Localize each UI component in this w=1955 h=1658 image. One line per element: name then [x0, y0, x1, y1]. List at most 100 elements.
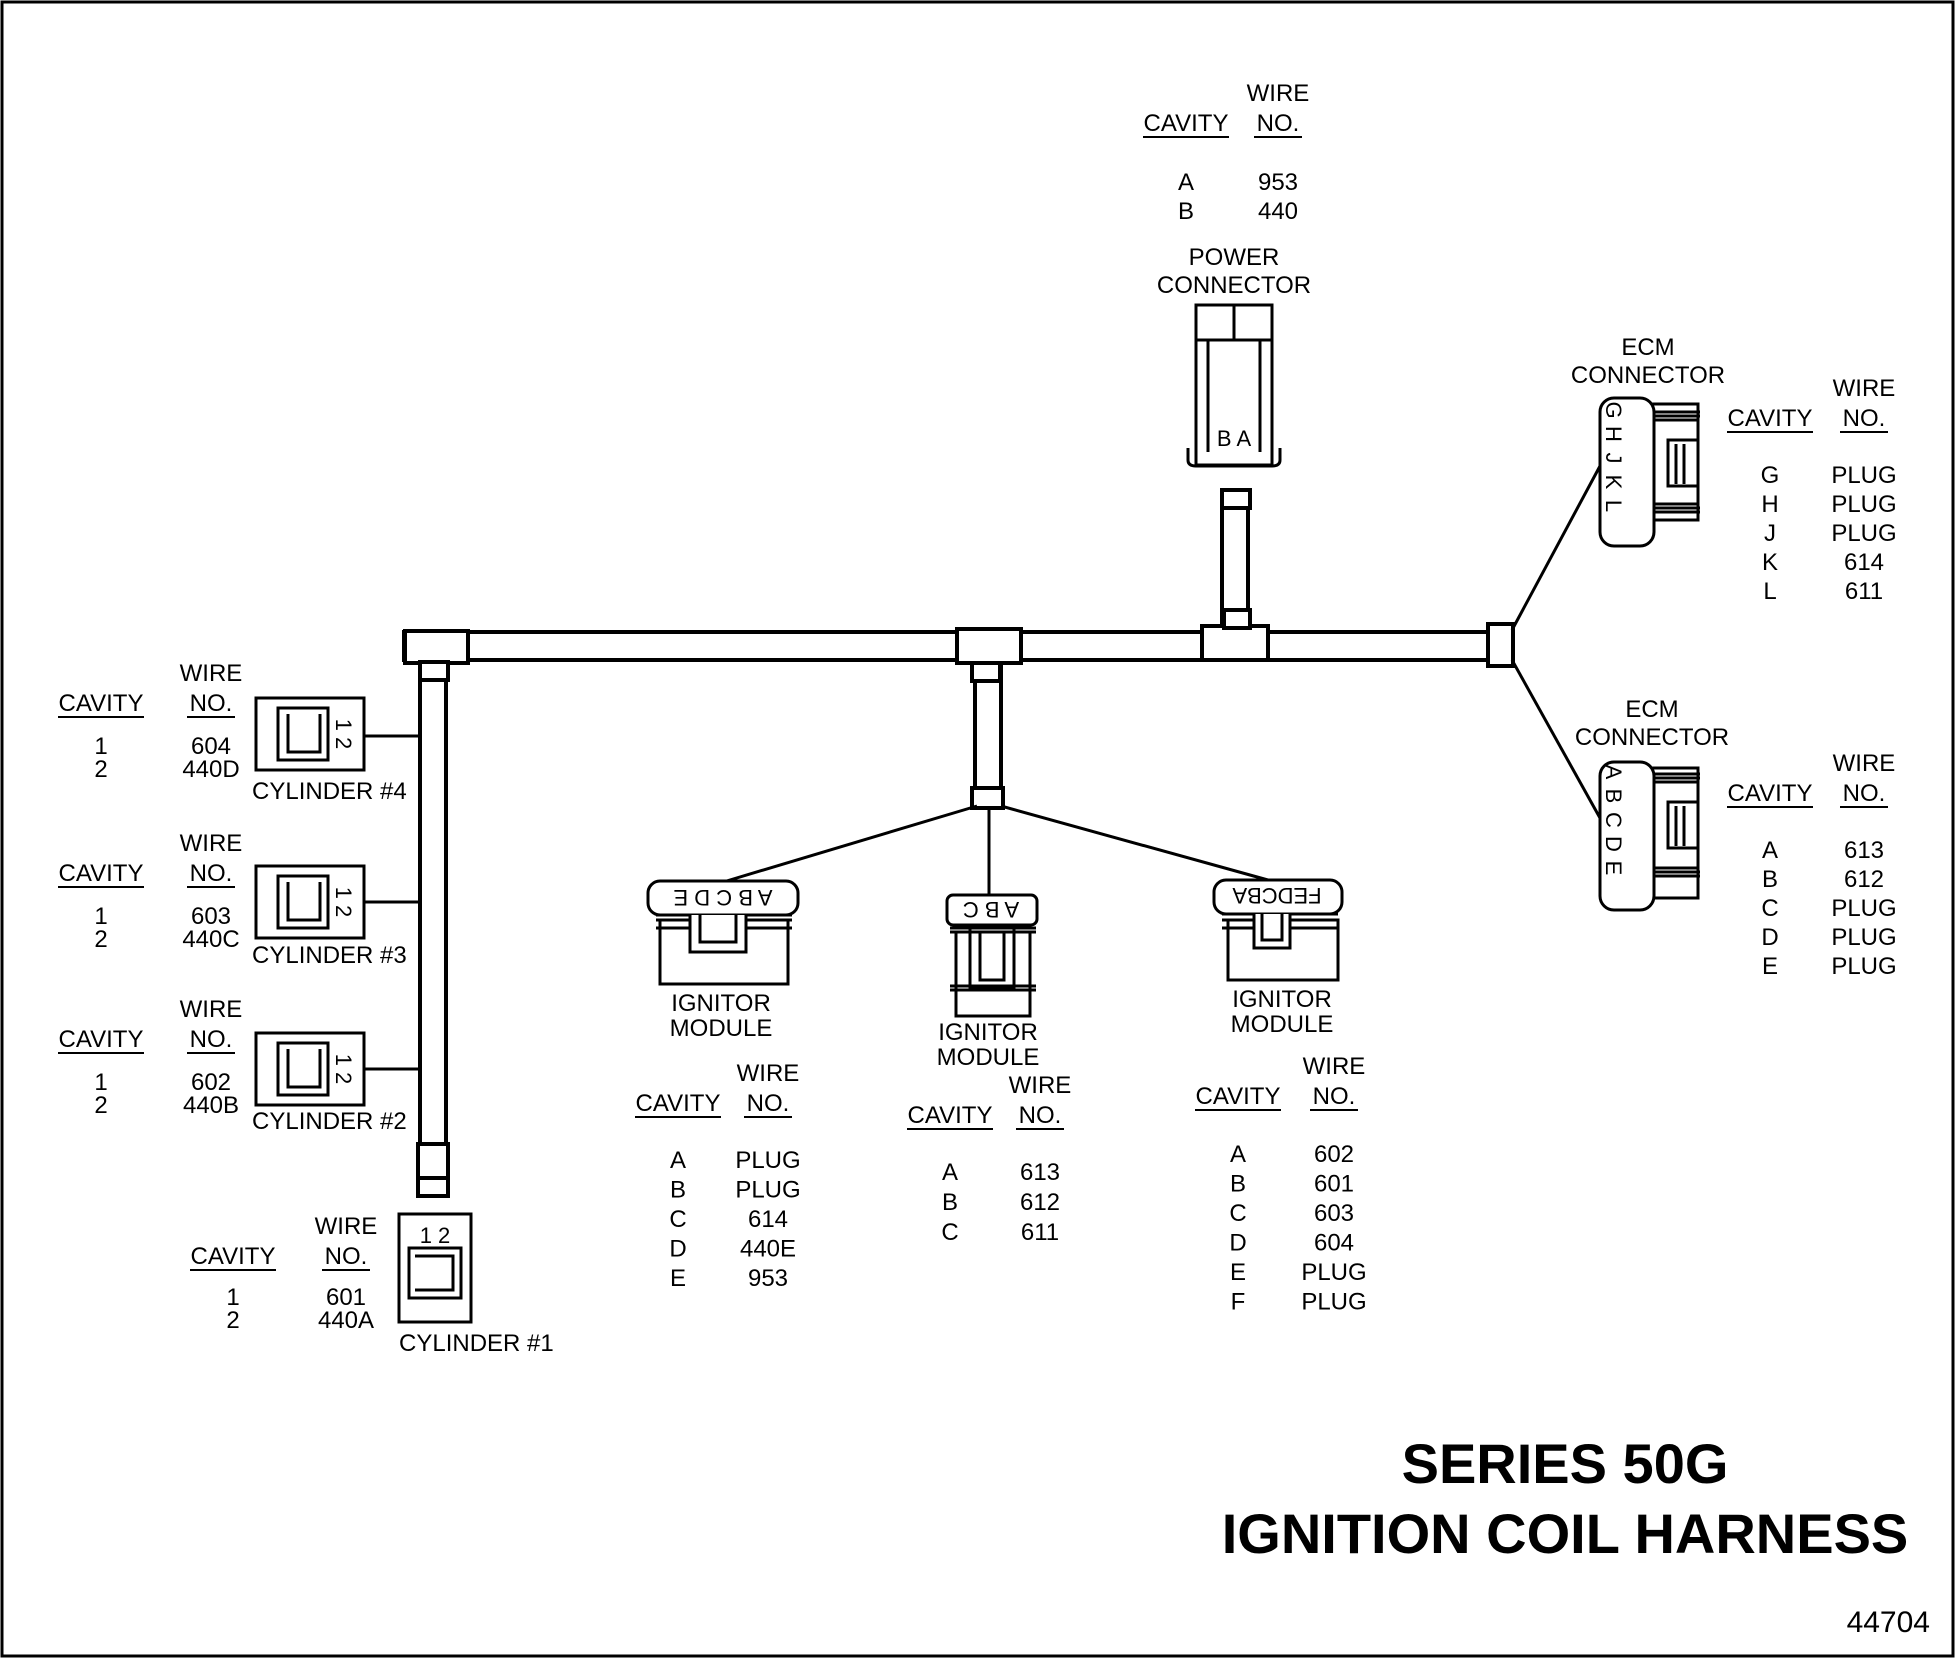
cavity-header: CAVITY — [191, 1243, 276, 1270]
wire-value: PLUG — [1301, 1289, 1366, 1316]
wire-value: 613 — [1020, 1159, 1060, 1186]
wire-value: 602 — [191, 1069, 231, 1096]
ignitor-center-pins: A B C — [963, 897, 1019, 922]
wire-no-header: NO. — [747, 1090, 790, 1117]
cavity-value: E — [1762, 953, 1778, 980]
cavity-value: D — [1761, 924, 1778, 951]
wire-no-header: NO. — [1843, 405, 1886, 432]
wire-value: 440 — [1258, 198, 1298, 225]
cavity-header: CAVITY — [908, 1102, 993, 1129]
cavity-value: 2 — [94, 926, 107, 953]
connector-label: CONNECTOR — [1157, 272, 1311, 299]
cavity-header: CAVITY — [59, 1026, 144, 1053]
wire-value: PLUG — [735, 1177, 800, 1204]
ecm-top-pin: G — [1601, 401, 1626, 418]
wire-value: 603 — [1314, 1200, 1354, 1227]
connector-label: CONNECTOR — [1571, 362, 1725, 389]
cavity-value: A — [942, 1159, 958, 1186]
wire-no-header: NO. — [190, 1026, 233, 1053]
ecm-top-pin: H — [1601, 426, 1626, 442]
cylinder-label: CYLINDER #4 — [252, 778, 407, 805]
cavity-value: 1 — [94, 903, 107, 930]
wire-value: 604 — [191, 733, 231, 760]
cavity-value: L — [1763, 578, 1776, 605]
wire-value: PLUG — [1831, 491, 1896, 518]
ecm-bottom-pin: B — [1601, 789, 1626, 804]
ecm-top-pin: K — [1601, 475, 1626, 490]
wire-header: WIRE — [1009, 1072, 1072, 1099]
wire-value: 953 — [748, 1265, 788, 1292]
power-connector-pins: B A — [1217, 426, 1252, 451]
wire-value: 604 — [1314, 1230, 1354, 1257]
wire-value: 601 — [326, 1284, 366, 1311]
ecm-bottom-pin: D — [1601, 836, 1626, 852]
figure-number: 44704 — [1847, 1606, 1930, 1639]
ecm-bottom-pin: A — [1601, 765, 1626, 780]
cavity-value: B — [1230, 1171, 1246, 1198]
wire-value: 614 — [1844, 549, 1884, 576]
wire-value: PLUG — [1301, 1259, 1366, 1286]
cavity-value: 2 — [94, 756, 107, 783]
cavity-value: A — [670, 1147, 686, 1174]
wire-header: WIRE — [180, 660, 243, 687]
wire-no-header: NO. — [190, 690, 233, 717]
connector-label: MODULE — [1231, 1011, 1334, 1038]
ignitor-left-pins: A B C D E — [673, 885, 772, 910]
cavity-header: CAVITY — [636, 1090, 721, 1117]
cavity-value: 1 — [226, 1284, 239, 1311]
cavity-header: CAVITY — [1728, 780, 1813, 807]
connector-label: ECM — [1621, 334, 1674, 361]
connector-label: ECM — [1625, 696, 1678, 723]
wire-header: WIRE — [180, 830, 243, 857]
cylinder-pins: 1 2 — [331, 719, 356, 750]
cavity-value: B — [670, 1177, 686, 1204]
cavity-value: F — [1231, 1289, 1246, 1316]
cavity-value: D — [669, 1236, 686, 1263]
cylinder-4-connector — [254, 696, 366, 772]
wire-value: PLUG — [735, 1147, 800, 1174]
cavity-value: H — [1761, 491, 1778, 518]
cavity-value: C — [1229, 1200, 1246, 1227]
cylinder-label: CYLINDER #2 — [252, 1108, 407, 1135]
cavity-value: A — [1230, 1141, 1246, 1168]
cylinder-pins: 1 2 — [331, 887, 356, 918]
ecm-top-pin: J — [1601, 453, 1626, 464]
cavity-header: CAVITY — [1728, 405, 1813, 432]
wire-header: WIRE — [315, 1213, 378, 1240]
ignitor-module-center — [945, 893, 1039, 1018]
ecm-top-pin: L — [1601, 500, 1626, 512]
cavity-value: D — [1229, 1230, 1246, 1257]
wire-value: 612 — [1020, 1189, 1060, 1216]
cavity-value: A — [1178, 169, 1194, 196]
wire-value: 614 — [748, 1206, 788, 1233]
cavity-header: CAVITY — [1196, 1083, 1281, 1110]
wire-value: PLUG — [1831, 953, 1896, 980]
harness-trunk — [402, 488, 1515, 1198]
wire-value: 601 — [1314, 1171, 1354, 1198]
cylinder-label: CYLINDER #3 — [252, 942, 407, 969]
wire-header: WIRE — [180, 996, 243, 1023]
wire-no-header: NO. — [325, 1243, 368, 1270]
wire-value: 440B — [183, 1092, 239, 1119]
wire-value: PLUG — [1831, 895, 1896, 922]
connector-label: CONNECTOR — [1575, 724, 1729, 751]
ignitor-module-left — [646, 879, 800, 986]
ignitor-module-right — [1212, 878, 1344, 982]
ecm-bottom-pin: E — [1601, 861, 1626, 876]
wire-header: WIRE — [1833, 375, 1896, 402]
wire-header: WIRE — [1303, 1053, 1366, 1080]
cavity-value: 2 — [94, 1092, 107, 1119]
connector-label: MODULE — [937, 1044, 1040, 1071]
power-connector — [1186, 303, 1282, 468]
cylinder-pins: 1 2 — [420, 1223, 451, 1248]
wire-value: PLUG — [1831, 520, 1896, 547]
